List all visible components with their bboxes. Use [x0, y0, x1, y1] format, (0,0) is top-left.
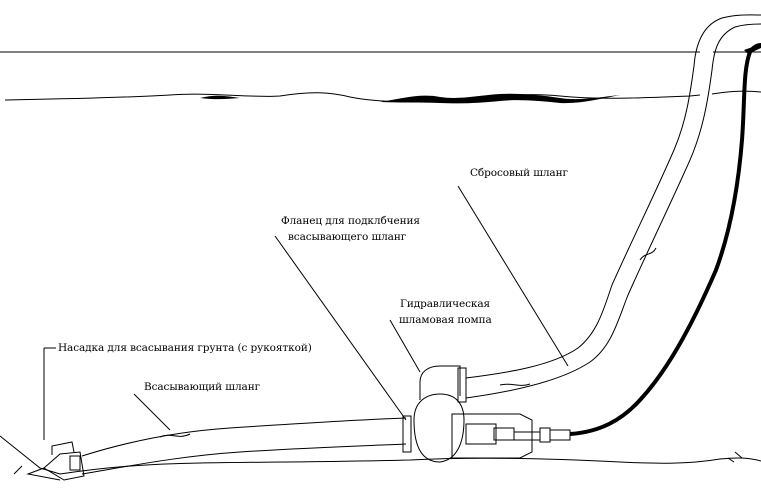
- nozzle-body: [43, 451, 85, 481]
- discharge-hose-upper-edge: [465, 14, 761, 379]
- label-flange-line2: всасывающего шланг: [288, 231, 407, 243]
- leader-pump: [389, 319, 421, 373]
- suction-hose-wave: [159, 433, 191, 438]
- hydraulic-fitting: [514, 431, 541, 441]
- suction-hose-lower-edge: [81, 443, 407, 475]
- leader-flange: [274, 235, 407, 421]
- pump-elbow: [419, 365, 461, 400]
- nozzle-tip: [26, 467, 61, 481]
- discharge-flange: [457, 367, 467, 403]
- label-nozzle: Насадка для всасывания грунта (с рукоятк…: [58, 342, 312, 354]
- nozzle-handle: [51, 441, 75, 455]
- label-flange-line1: Фланец для подклбчения: [281, 215, 420, 227]
- motor-shaft: [465, 423, 497, 445]
- label-pump-line2: шламовая помпа: [399, 314, 492, 326]
- discharge-hose-wave-1: [499, 383, 531, 386]
- seabed-tick-1: [734, 451, 743, 459]
- seabed-line: [0, 435, 761, 475]
- leader-discharge-hose: [457, 185, 569, 367]
- ice-layer-bottom-right: [711, 90, 761, 95]
- label-discharge-hose: Сбросовый шланг: [470, 167, 568, 179]
- hydraulic-connector: [539, 427, 551, 443]
- seabed-tick-2: [727, 457, 735, 463]
- nozzle-clamp: [69, 455, 81, 471]
- discharge-hose-lower-edge: [465, 23, 761, 399]
- seabed-tick-3: [13, 465, 23, 475]
- hydraulic-hose: [569, 43, 761, 436]
- motor-coupling: [493, 427, 515, 441]
- ice-ridge-fill-small: [200, 95, 240, 100]
- pump-volute: [413, 393, 465, 463]
- hydraulic-hose-end: [744, 44, 761, 54]
- label-suction-hose: Всасывающий шланг: [144, 381, 260, 393]
- suction-hose-upper-edge: [81, 417, 407, 457]
- discharge-hose-wave-2: [639, 247, 657, 261]
- leader-suction-hose: [133, 393, 171, 431]
- hydraulic-connector-2: [549, 429, 571, 441]
- suction-flange: [402, 415, 412, 453]
- hydraulic-motor-housing: [451, 413, 533, 459]
- ice-layer-bottom: [4, 92, 701, 103]
- ice-ridge-fill: [380, 93, 620, 104]
- label-pump-line1: Гидравлическая: [400, 298, 491, 310]
